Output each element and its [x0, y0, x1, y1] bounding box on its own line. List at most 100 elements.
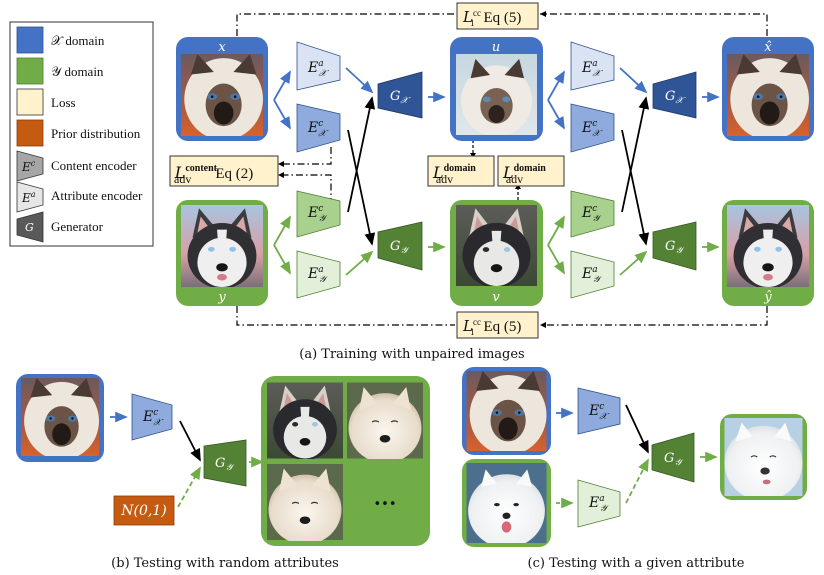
generator-y-2: G𝒴: [652, 221, 697, 271]
generator-icon: [16, 211, 44, 243]
image-y: y: [176, 200, 268, 306]
svg-text:Ec𝒳: Ec𝒳: [307, 119, 329, 139]
generator-y-1: G𝒴: [377, 221, 423, 271]
arrow-attr-x-to-gx-2: [619, 67, 648, 94]
arrow-prior-to-gy: [177, 466, 201, 508]
white-dog-photo: [724, 418, 803, 496]
cc-arrow-bottom: [540, 322, 546, 328]
svg-text:G𝒴: G𝒴: [390, 239, 410, 256]
arrow-content-to-gy: [179, 420, 201, 462]
cc-line-bottom-right: [540, 306, 768, 326]
cat-photo: [466, 371, 547, 451]
cc-line-top-left: [236, 13, 455, 36]
svg-text:Ea𝒴: Ea𝒴: [581, 265, 603, 285]
legend-item-prior: Prior distribution: [16, 119, 141, 147]
svg-text:Ec𝒳: Ec𝒳: [581, 119, 603, 139]
svg-text:G𝒴: G𝒴: [215, 456, 235, 473]
husky-photo: [181, 205, 263, 287]
legend-label: Content encoder: [51, 158, 137, 173]
image-y-hat: ŷ: [722, 200, 814, 306]
generator-x-1: G𝒳: [377, 71, 423, 119]
legend: 𝒳 domain 𝒴 domain Loss Prior distributio…: [9, 21, 154, 247]
svg-text:Ec𝒳: Ec𝒳: [142, 408, 164, 428]
svg-text:Ea𝒳: Ea𝒳: [581, 59, 604, 79]
content-arrow-1: [278, 161, 284, 167]
legend-item-content-encoder: Ec Content encoder: [16, 150, 137, 182]
output-dog-2: [347, 382, 423, 459]
image-label-y-hat: ŷ: [763, 290, 772, 305]
x-domain-swatch: [16, 26, 44, 54]
output-grid: •••: [261, 376, 430, 546]
caption-c: (c) Testing with a given attribute: [528, 556, 745, 571]
encoder-glyph: Ea: [21, 190, 36, 205]
arrow-content-to-gy-c: [625, 404, 649, 454]
arrow-attr-y-to-gy: [345, 250, 374, 276]
output-dog-c: [720, 414, 807, 500]
generator-x-2: G𝒳: [652, 71, 697, 119]
legend-label: Prior distribution: [51, 126, 141, 141]
cc-line-top-right: [540, 13, 768, 36]
svg-text:Ea𝒴: Ea𝒴: [588, 494, 610, 514]
generator-glyph: G: [25, 221, 34, 234]
legend-item-attribute-encoder: Ea Attribute encoder: [16, 181, 143, 213]
output-dog-1: [267, 382, 343, 459]
caption-b: (b) Testing with random attributes: [111, 556, 339, 571]
output-dog-3: [267, 463, 343, 541]
legend-label: 𝒳 domain: [51, 33, 105, 48]
legend-item-x-domain: 𝒳 domain: [16, 26, 105, 54]
arrow-attr-to-gy-c: [625, 458, 649, 504]
cat-photo: [456, 54, 537, 135]
prior-swatch: [16, 119, 44, 147]
cat-photo: [181, 54, 263, 136]
encoder-glyph: Ec: [21, 159, 36, 174]
content-encoder-icon: [16, 150, 44, 182]
legend-item-y-domain: 𝒴 domain: [16, 57, 104, 85]
generator-y-test: G𝒴: [203, 439, 247, 487]
arrow-content-y-to-gx-2: [621, 96, 650, 213]
arrow-attr-y-to-gy-2: [619, 250, 648, 276]
image-label-x: x: [218, 40, 226, 55]
white-dog-photo: [466, 463, 547, 543]
image-v: v: [450, 200, 543, 306]
husky-photo: [456, 205, 537, 286]
content-line-y: [280, 174, 332, 205]
svg-text:Ec𝒳: Ec𝒳: [588, 402, 610, 422]
y-split-arrows: [273, 215, 291, 275]
image-u: u: [450, 37, 543, 141]
generator-y-c: G𝒴: [651, 432, 695, 483]
husky-photo: [727, 205, 809, 287]
loss-swatch: [16, 88, 44, 116]
prior-box: N(0,1): [113, 495, 175, 526]
more-ellipsis: •••: [373, 497, 396, 512]
legend-label: Generator: [51, 219, 104, 234]
image-label-v: v: [492, 290, 500, 305]
attribute-encoder-icon: [16, 181, 44, 213]
content-line-x: [280, 147, 332, 165]
cat-photo: [727, 54, 809, 136]
cat-photo: [21, 378, 99, 456]
image-label-y: y: [217, 290, 226, 305]
image-input-cat-c: [462, 367, 551, 455]
legend-item-loss: Loss: [16, 88, 76, 116]
